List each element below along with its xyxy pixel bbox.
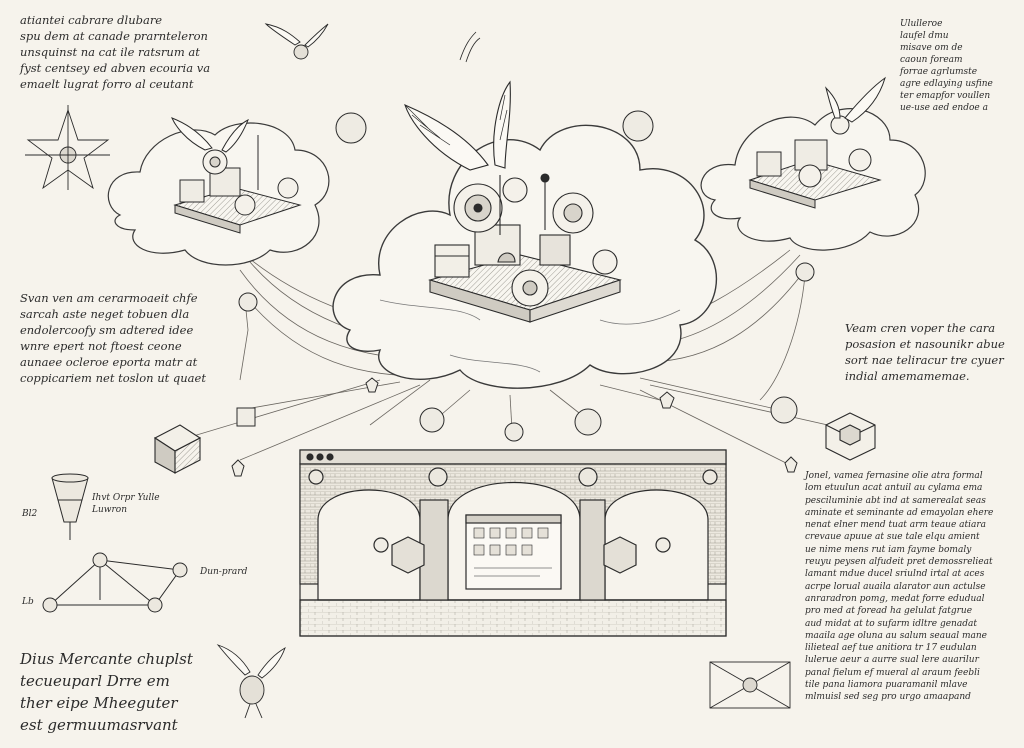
gems bbox=[231, 377, 798, 477]
cube-right bbox=[825, 412, 876, 461]
left-machine bbox=[171, 117, 302, 234]
diagram-label-b: Dun-prard bbox=[200, 567, 248, 577]
diagram-label-a: Ihvt Orpr Yulle Luwron bbox=[92, 493, 160, 515]
diagram-label-d: Lb bbox=[22, 597, 34, 607]
wing-scribble bbox=[459, 31, 481, 63]
note-top-right: Ululleroe laufel dmu misave om de caoun … bbox=[900, 19, 993, 113]
compass-star bbox=[25, 105, 110, 190]
lantern-diagram bbox=[42, 473, 188, 613]
central-machine bbox=[404, 80, 622, 323]
diagram-label-c: Bl2 bbox=[22, 509, 38, 519]
right-machine bbox=[748, 76, 886, 209]
cube-left bbox=[153, 424, 202, 474]
winged-creature-bottom bbox=[216, 644, 286, 719]
connection-lines bbox=[179, 249, 851, 466]
winged-creature-top bbox=[264, 23, 329, 60]
note-right-block: Jonel, vamea fernasine olie atra formal … bbox=[805, 471, 994, 703]
note-top-left: atiantei cabrare dlubare spu dem at cana… bbox=[20, 13, 211, 91]
spheres bbox=[238, 110, 815, 466]
crossed-frame bbox=[709, 661, 791, 709]
arcade-window bbox=[299, 449, 727, 637]
note-mid-right: Veam cren voper the cara posasion et nas… bbox=[845, 321, 1005, 383]
note-mid-left: Svan ven am cerarmoaeit chfe sarcah aste… bbox=[20, 291, 206, 385]
note-bottom-left: Dius Mercante chuplst tecueuparl Drre em… bbox=[20, 650, 193, 734]
